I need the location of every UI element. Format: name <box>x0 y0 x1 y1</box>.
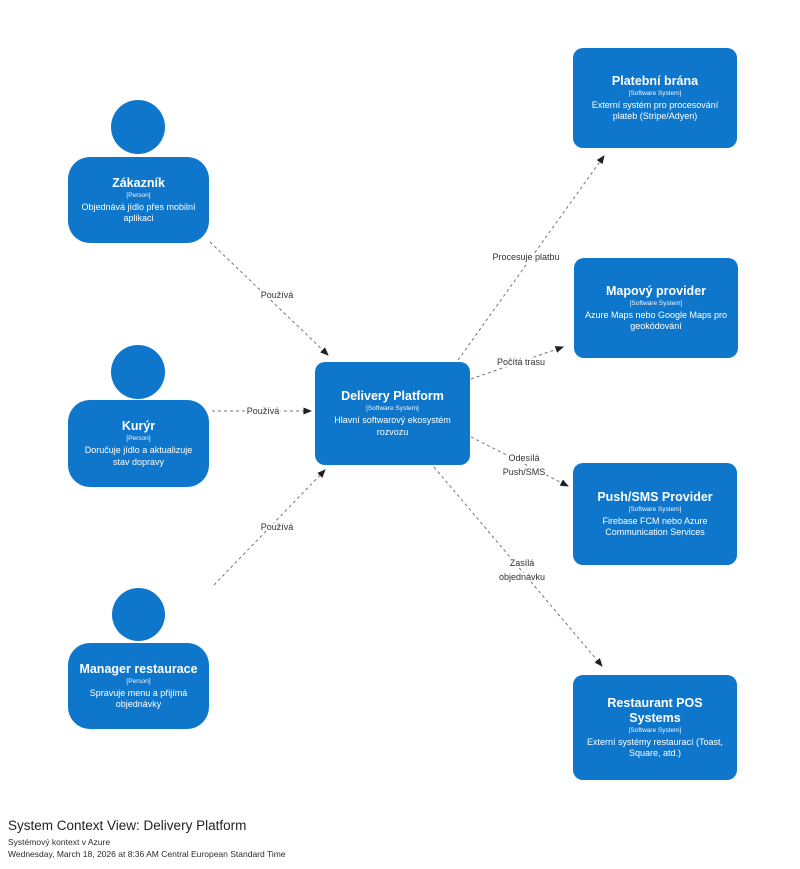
person-meta: [Person] <box>126 677 151 685</box>
system-push-sms-provider[interactable]: Push/SMS Provider [Software System] Fire… <box>573 463 737 565</box>
person-zakaznik[interactable]: Zákazník [Person] Objednává jídlo přes m… <box>68 157 209 243</box>
person-kuryr[interactable]: Kurýr [Person] Doručuje jídlo a aktualiz… <box>68 400 209 487</box>
edge-label: Používá <box>261 522 294 532</box>
system-description: Hlavní softwarový ekosystém rozvozu <box>334 415 451 437</box>
person-name: Kurýr <box>121 419 156 434</box>
system-meta: [Software System] <box>628 89 682 97</box>
system-name: Platební brána <box>611 73 699 88</box>
system-name: Restaurant POS Systems <box>607 695 703 725</box>
person-kuryr-head-icon <box>111 345 165 399</box>
person-name: Zákazník <box>112 175 165 190</box>
person-description: Objednává jídlo přes mobilní aplikaci <box>81 201 196 223</box>
system-description: Externí systém pro procesování plateb (S… <box>591 99 719 121</box>
diagram-subtitle: Systémový kontext v Azure <box>8 837 111 847</box>
system-meta: [Software System] <box>628 505 682 513</box>
edge-label: objednávku <box>499 572 545 582</box>
system-meta: [Software System] <box>366 405 419 413</box>
edge-label: Počítá trasu <box>497 357 545 367</box>
person-description: Spravuje menu a přijímá objednávky <box>89 687 188 709</box>
system-description: Firebase FCM nebo Azure Communication Se… <box>602 515 708 537</box>
person-manager[interactable]: Manager restaurace [Person] Spravuje men… <box>68 643 209 729</box>
system-meta: [Software System] <box>629 299 683 307</box>
diagram-title: System Context View: Delivery Platform <box>8 818 247 833</box>
system-description: Azure Maps nebo Google Maps pro geokódov… <box>584 309 728 331</box>
system-name: Delivery Platform <box>341 389 444 404</box>
edge-label: Zasílá <box>510 558 535 568</box>
person-manager-head-icon <box>112 588 165 641</box>
person-zakaznik-head-icon <box>111 100 165 154</box>
system-delivery-platform[interactable]: Delivery Platform [Software System] Hlav… <box>315 362 470 465</box>
system-name: Mapový provider <box>605 283 707 298</box>
diagram-timestamp: Wednesday, March 18, 2026 at 8:36 AM Cen… <box>8 849 286 859</box>
edge-delivery-mapovy <box>470 346 564 380</box>
edge-delivery-push <box>470 436 569 487</box>
person-description: Doručuje jídlo a aktualizuje stav doprav… <box>84 445 193 467</box>
system-description: Externí systémy restaurací (Toast, Squar… <box>586 736 724 758</box>
edge-label: Push/SMS <box>503 467 546 477</box>
edge-delivery-restaurant <box>433 466 603 667</box>
edge-label: Procesuje platbu <box>492 252 559 262</box>
person-meta: [Person] <box>126 191 151 199</box>
diagram-footer: System Context View: Delivery Platform S… <box>8 818 286 859</box>
system-platebni-brana[interactable]: Platební brána [Software System] Externí… <box>573 48 737 148</box>
system-restaurant-pos[interactable]: Restaurant POS Systems [Software System]… <box>573 675 737 780</box>
person-name: Manager restaurace <box>79 661 198 676</box>
person-meta: [Person] <box>126 435 151 443</box>
edge-label: Používá <box>261 290 294 300</box>
system-meta: [Software System] <box>628 726 682 734</box>
system-name: Push/SMS Provider <box>597 489 713 504</box>
edge-label: Odesílá <box>508 453 539 463</box>
edge-label: Používá <box>247 406 280 416</box>
system-mapovy-provider[interactable]: Mapový provider [Software System] Azure … <box>574 258 738 358</box>
edge-manager-delivery <box>213 469 326 586</box>
